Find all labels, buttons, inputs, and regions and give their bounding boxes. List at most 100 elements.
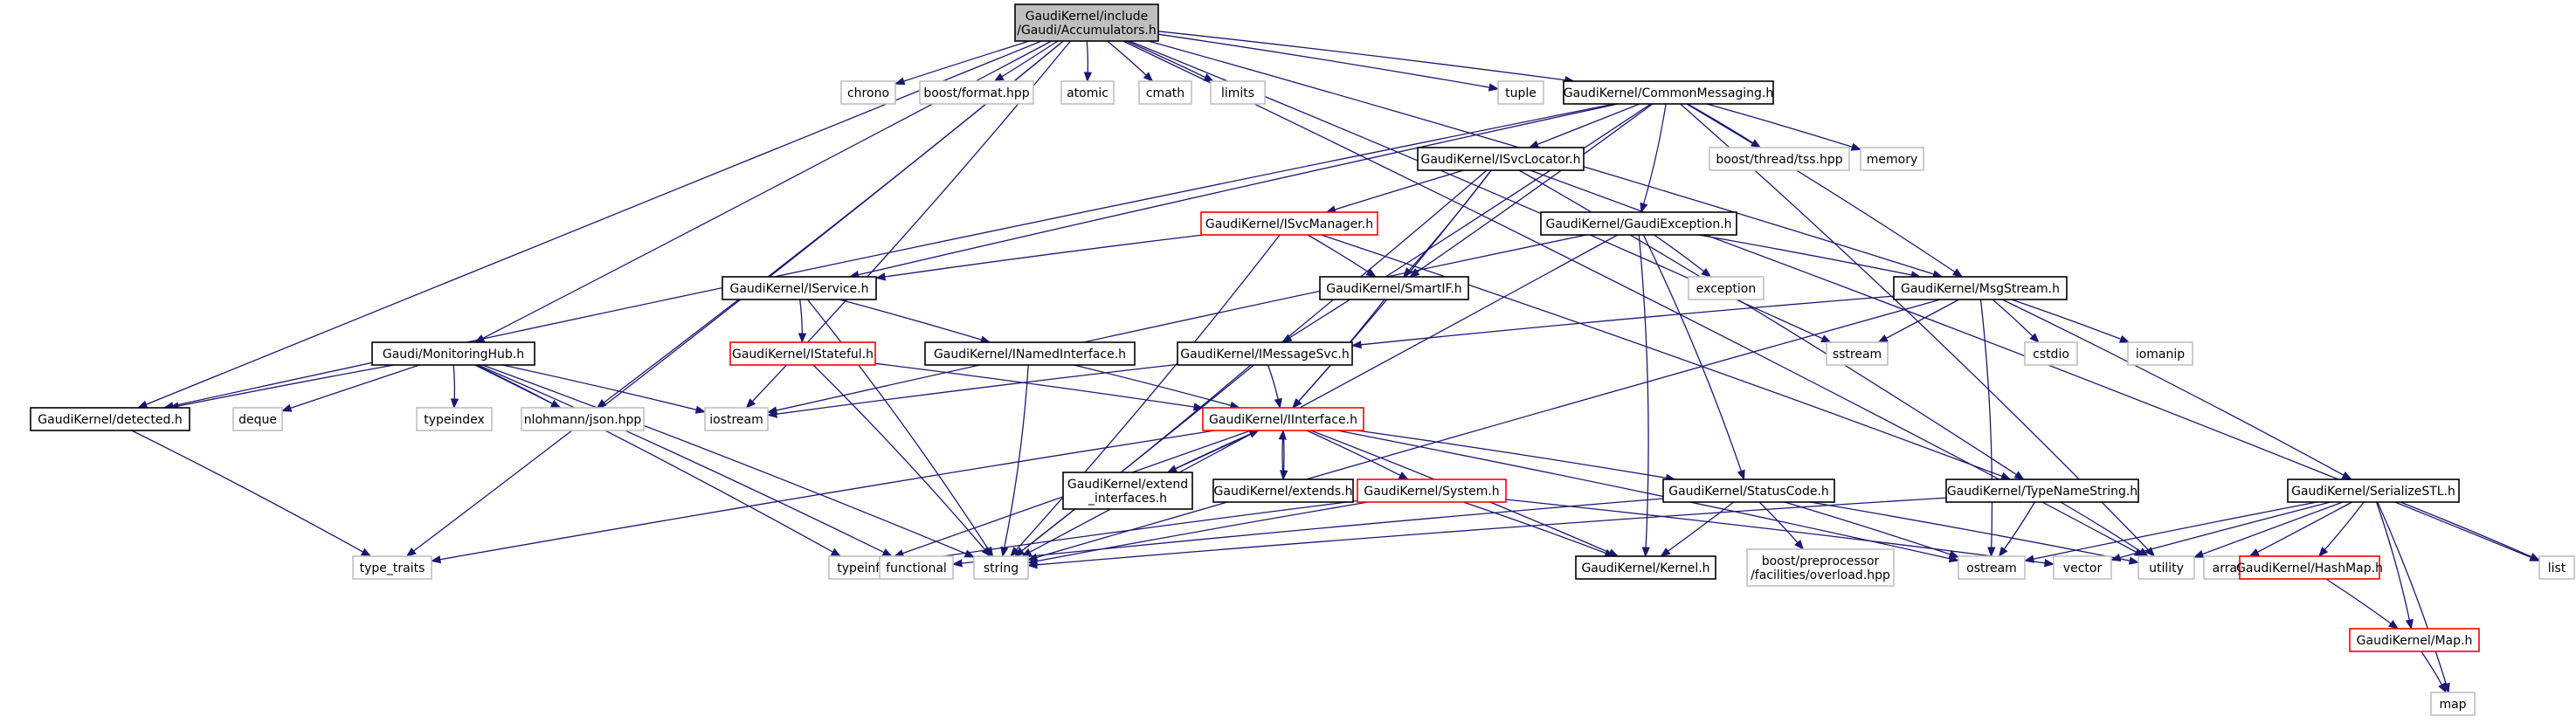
edge-iinterface-to-system	[1306, 430, 1410, 480]
node-box-inamed	[924, 341, 1136, 366]
node-iostream: iostream	[704, 407, 769, 431]
node-box-smartif	[1319, 276, 1469, 300]
node-detected[interactable]: GaudiKernel/detected.h	[30, 407, 190, 431]
node-label-atomic: atomic	[1067, 86, 1108, 100]
node-chrono: chrono	[840, 80, 896, 105]
node-label-ostream: ostream	[1966, 561, 2017, 575]
edge-serstl-to-map	[2377, 501, 2450, 694]
node-utility: utility	[2137, 555, 2195, 580]
node-iinterface[interactable]: GaudiKernel/IInterface.h	[1202, 407, 1364, 431]
node-box-cstdio	[2024, 341, 2078, 366]
edge-root-to-bformat	[993, 40, 1059, 82]
edge-imsgsvc-to-string	[1014, 364, 1252, 557]
node-box-cmath	[1138, 80, 1192, 105]
node-label-chrono: chrono	[847, 86, 889, 100]
node-label-hashmap: GaudiKernel/HashMap.h	[2236, 561, 2383, 575]
node-system[interactable]: GaudiKernel/System.h	[1357, 479, 1507, 503]
edge-root-to-tuple	[1157, 33, 1500, 92]
node-box-iomanip	[2127, 341, 2193, 366]
node-box-map	[2430, 692, 2476, 716]
node-label-statuscode: GaudiKernel/StatusCode.h	[1668, 485, 1829, 499]
node-box-mapnode	[2349, 628, 2480, 652]
edge-hashmap-to-mapnode	[2325, 578, 2400, 630]
node-label-json: nlohmann/json.hpp	[524, 413, 642, 427]
node-box-deque	[232, 407, 283, 431]
edge-iservice-to-inamed	[839, 299, 991, 344]
node-kernel[interactable]: GaudiKernel/Kernel.h	[1575, 555, 1716, 580]
node-label-iinterface: GaudiKernel/IInterface.h	[1209, 413, 1357, 427]
edge-msgstream-to-imsgsvc	[1350, 295, 1895, 349]
node-extends[interactable]: GaudiKernel/extends.h	[1212, 479, 1354, 503]
edge-imsgsvc-to-iostream	[766, 363, 1178, 418]
edge-iservice-to-istateful	[798, 299, 807, 344]
node-json: nlohmann/json.hpp	[521, 407, 645, 431]
node-sstream: sstream	[1826, 341, 1889, 366]
edge-mapnode-to-map	[2421, 651, 2447, 694]
node-smartif[interactable]: GaudiKernel/SmartIF.h	[1319, 276, 1469, 300]
node-label-typeindex: typeindex	[424, 413, 485, 427]
node-msgstream[interactable]: GaudiKernel/MsgStream.h	[1893, 276, 2068, 300]
node-isvcloc[interactable]: GaudiKernel/ISvcLocator.h	[1417, 147, 1585, 171]
node-label-utility: utility	[2149, 561, 2184, 575]
edge-monhub-to-string	[482, 364, 976, 558]
edge-gexc-to-kernel	[1638, 234, 1650, 558]
node-btss: boost/thread/tss.hpp	[1709, 147, 1850, 171]
node-statuscode[interactable]: GaudiKernel/StatusCode.h	[1662, 479, 1835, 503]
node-box-tuple	[1497, 80, 1544, 105]
node-label-cstdio: cstdio	[2033, 348, 2069, 362]
node-label-imsgsvc: GaudiKernel/IMessageSvc.h	[1180, 348, 1349, 362]
edge-isvcmgr-to-typenamestr	[1321, 234, 2012, 480]
edge-cmsg-to-gexc	[1640, 103, 1667, 214]
node-box-limits	[1210, 80, 1266, 105]
node-box-memory	[1860, 147, 1924, 171]
edge-root-to-utility	[1122, 40, 2145, 557]
node-label-exception: exception	[1696, 282, 1756, 296]
node-label-type_traits: type_traits	[360, 561, 425, 575]
node-iservice[interactable]: GaudiKernel/IService.h	[722, 276, 877, 300]
node-label-isvcloc: GaudiKernel/ISvcLocator.h	[1420, 153, 1580, 167]
node-root[interactable]: GaudiKernel/include/Gaudi/Accumulators.h	[1014, 3, 1159, 42]
node-list: list	[2538, 555, 2575, 580]
node-inamed[interactable]: GaudiKernel/INamedInterface.h	[924, 341, 1136, 366]
node-label-iservice: GaudiKernel/IService.h	[730, 282, 869, 296]
node-label-root: GaudiKernel/include	[1026, 10, 1149, 24]
edge-msgstream-to-ostream	[1979, 299, 1996, 558]
edge-cmsg-to-msgstream	[1686, 103, 1964, 278]
node-label-gexc: GaudiKernel/GaudiException.h	[1545, 217, 1731, 231]
edge-serstl-to-ostream	[2023, 501, 2317, 563]
edge-gexc-to-exception	[1654, 234, 1712, 278]
node-cmath: cmath	[1138, 80, 1192, 105]
node-mapnode[interactable]: GaudiKernel/Map.h	[2349, 628, 2480, 652]
edge-gexc-to-msgstream	[1698, 234, 1922, 279]
node-hashmap[interactable]: GaudiKernel/HashMap.h	[2236, 555, 2383, 580]
node-box-root	[1014, 3, 1159, 42]
edge-monhub-to-typeinfo	[474, 364, 842, 557]
node-typenamestr[interactable]: GaudiKernel/TypeNameString.h	[1945, 479, 2139, 503]
edge-iinterface-to-extends	[1280, 430, 1288, 481]
node-label-bformat: boost/format.hpp	[923, 86, 1029, 100]
edge-extends-to-iinterface	[1278, 429, 1287, 480]
node-istateful[interactable]: GaudiKernel/IStateful.h	[729, 341, 876, 366]
edge-typenamestr-to-ostream	[1998, 501, 2035, 557]
node-box-bformat	[919, 80, 1034, 105]
node-imsgsvc[interactable]: GaudiKernel/IMessageSvc.h	[1177, 341, 1353, 366]
node-box-cmsg	[1563, 80, 1774, 105]
node-box-kernel	[1575, 555, 1716, 580]
node-serstl[interactable]: GaudiKernel/SerializeSTL.h	[2287, 479, 2460, 503]
node-cmsg[interactable]: GaudiKernel/CommonMessaging.h	[1563, 80, 1774, 105]
node-string: string	[973, 555, 1029, 580]
node-label-map: map	[2439, 698, 2466, 712]
node-label-cmsg: GaudiKernel/CommonMessaging.h	[1564, 86, 1774, 100]
node-extiface[interactable]: GaudiKernel/extend_interfaces.h	[1062, 472, 1193, 510]
node-map: map	[2430, 692, 2476, 716]
node-monhub[interactable]: Gaudi/MonitoringHub.h	[371, 341, 535, 366]
node-box-detected	[30, 407, 190, 431]
node-limits: limits	[1210, 80, 1266, 105]
node-gexc[interactable]: GaudiKernel/GaudiException.h	[1540, 211, 1737, 236]
edge-cmsg-to-imsgsvc	[1281, 103, 1652, 343]
node-isvcmgr[interactable]: GaudiKernel/ISvcManager.h	[1200, 211, 1378, 236]
edge-isvcloc-to-isvcmgr	[1325, 169, 1464, 214]
node-box-list	[2538, 555, 2575, 580]
node-box-serstl	[2287, 479, 2460, 503]
